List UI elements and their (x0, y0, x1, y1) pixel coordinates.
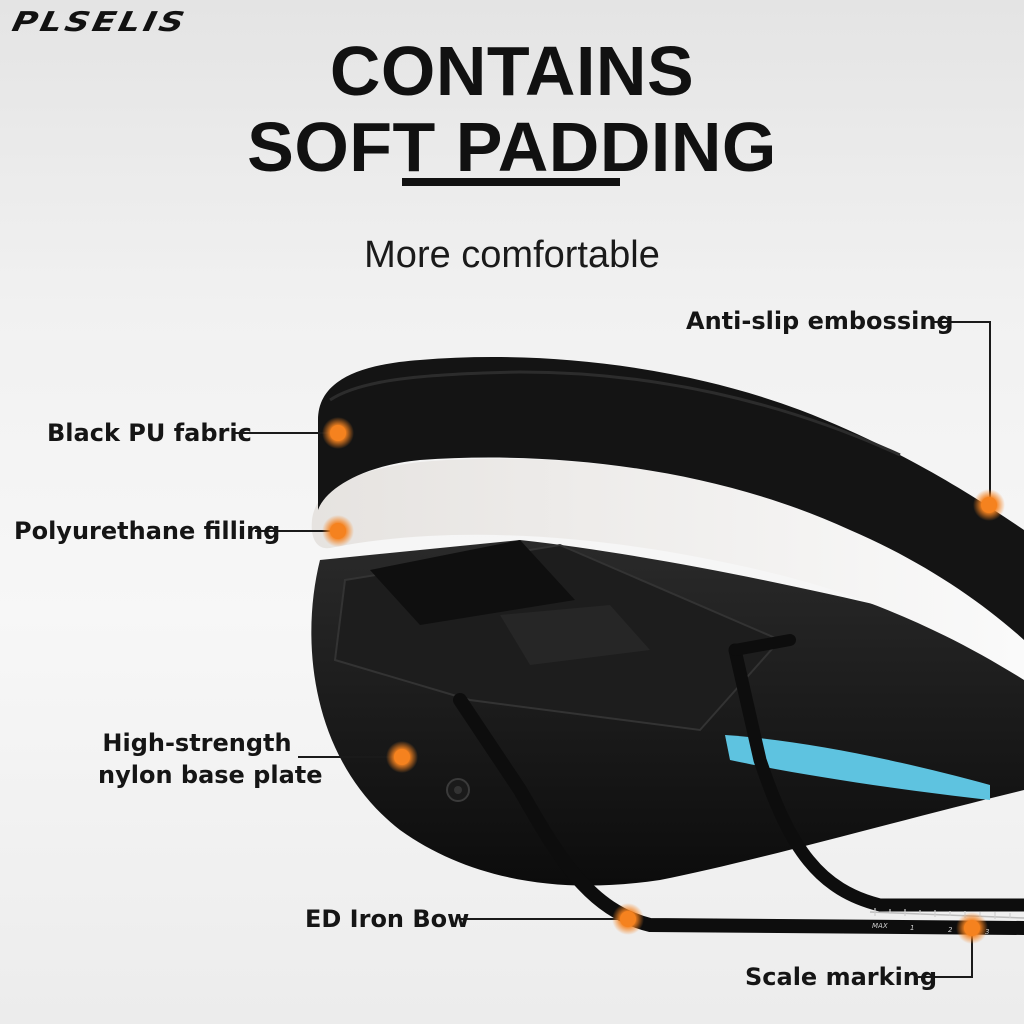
callout-nylon-line-1: High-strength (102, 729, 292, 757)
iron-bow-rail-right (728, 643, 1024, 912)
gel-insert (725, 735, 990, 800)
headline-line-2: SOFT PADDING (247, 108, 777, 186)
callout-markers (322, 417, 1005, 944)
pu-top-cover (318, 357, 1024, 640)
brand-logo: PLSELIS (9, 6, 191, 38)
callout-ed-iron-bow: ED Iron Bow (305, 905, 470, 933)
headline-underline (402, 178, 620, 186)
callout-scale-marking: Scale marking (745, 963, 938, 991)
scale-tick-1: 1 (910, 924, 914, 932)
callout-anti-slip-embossing: Anti-slip embossing (686, 307, 954, 335)
leader-anti-slip (932, 321, 991, 505)
polyurethane-layer (311, 458, 1024, 680)
headline-line-1: CONTAINS (329, 32, 695, 110)
scale-tick-max: MAX (872, 922, 888, 930)
leader-lines (234, 321, 991, 978)
scale-tick-2: 2 (948, 926, 953, 934)
callout-black-pu-fabric: Black PU fabric (47, 419, 252, 447)
callout-polyurethane-filling: Polyurethane filling (14, 517, 281, 545)
callout-nylon-line-2: nylon base plate (98, 761, 323, 789)
callout-nylon-base-plate: High-strength nylon base plate (98, 727, 323, 791)
leader-scale (918, 928, 973, 978)
subtitle: More comfortable (364, 234, 660, 276)
